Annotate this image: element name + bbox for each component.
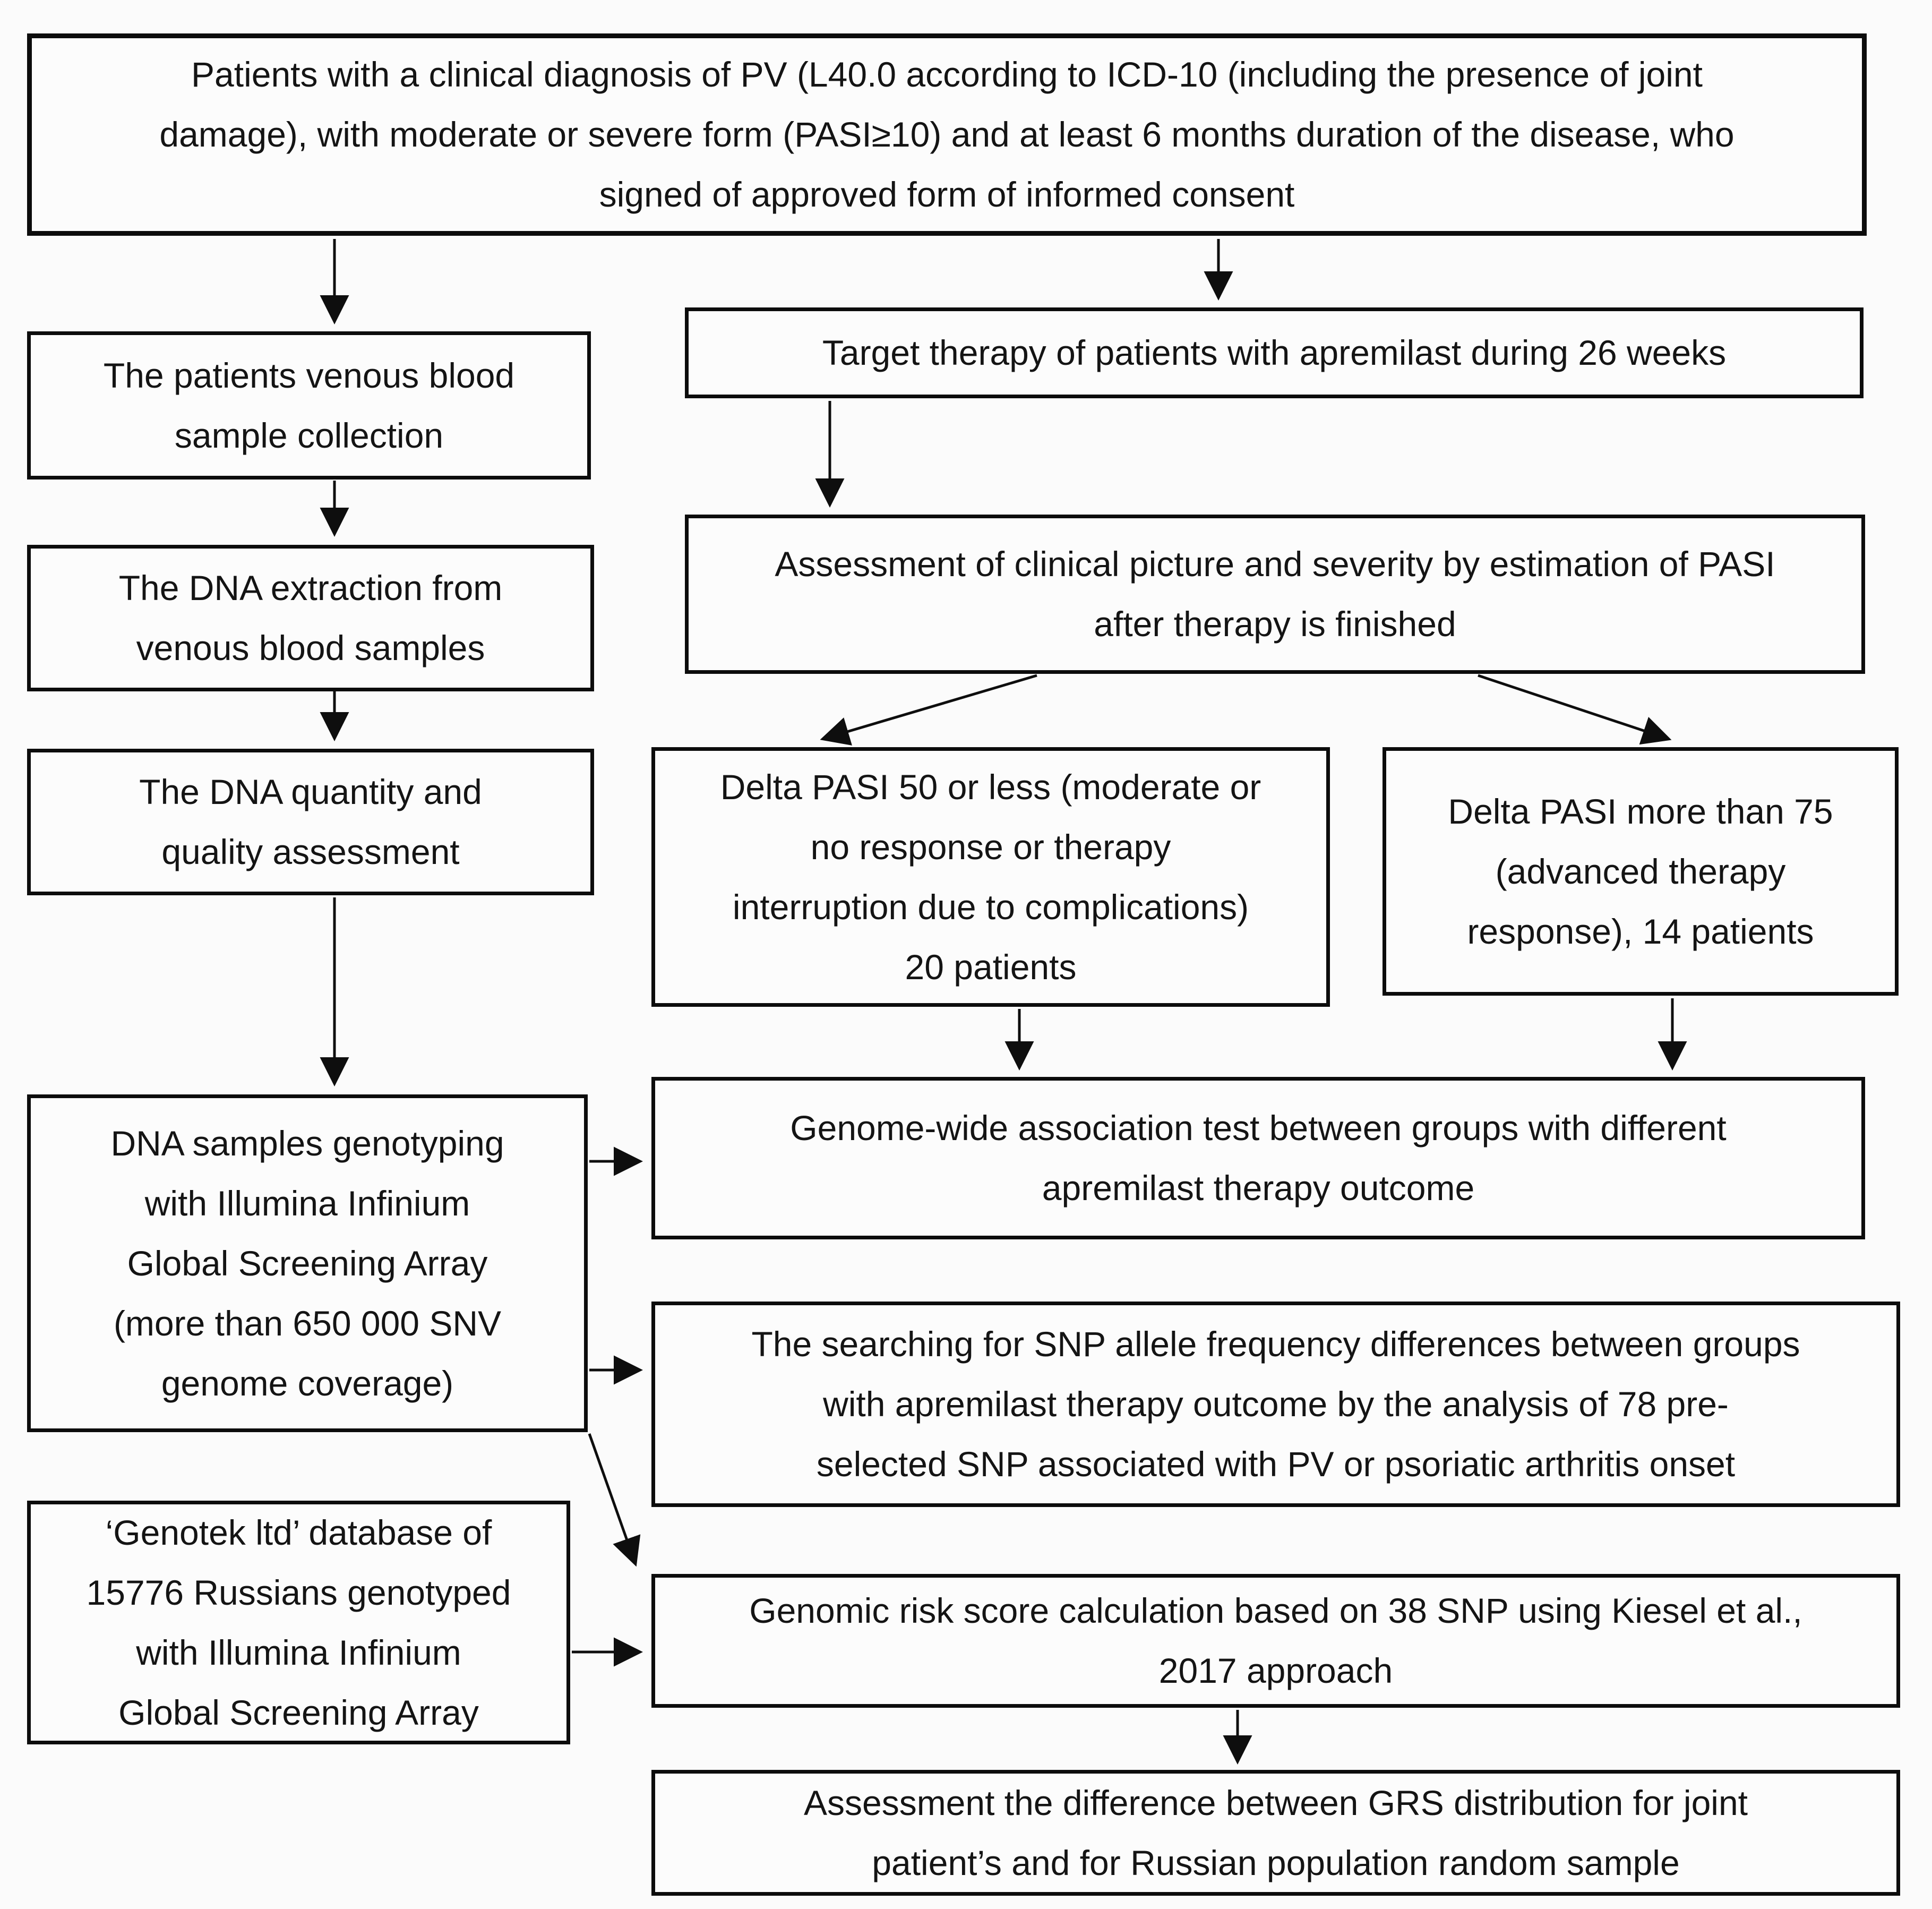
box-inclusion-criteria: Patients with a clinical diagnosis of PV… xyxy=(27,33,1867,236)
box-snp-search: The searching for SNP allele frequency d… xyxy=(651,1302,1900,1507)
box-genotyping: DNA samples genotyping with Illumina Inf… xyxy=(27,1094,588,1432)
box-target-therapy: Target therapy of patients with apremila… xyxy=(685,307,1864,398)
box-dna-extraction: The DNA extraction from venous blood sam… xyxy=(27,545,594,691)
box-grs-assessment: Assessment the difference between GRS di… xyxy=(651,1770,1900,1896)
box-delta-pasi-75: Delta PASI more than 75 (advanced therap… xyxy=(1383,747,1899,996)
arrow-assessment-to-delta75 xyxy=(1478,674,1672,745)
box-grs-calculation: Genomic risk score calculation based on … xyxy=(651,1574,1900,1708)
box-delta-pasi-50: Delta PASI 50 or less (moderate or no re… xyxy=(651,747,1330,1007)
box-blood-collection: The patients venous blood sample collect… xyxy=(27,331,591,480)
arrow-assessment-to-delta50 xyxy=(820,674,1037,746)
box-genotek-database: ‘Genotek ltd’ database of 15776 Russians… xyxy=(27,1501,570,1744)
box-gwas-test: Genome-wide association test between gro… xyxy=(651,1077,1865,1239)
box-dna-quality: The DNA quantity and quality assessment xyxy=(27,749,594,895)
arrow-genotyping-to-grs xyxy=(588,1433,641,1567)
box-assessment-pasi: Assessment of clinical picture and sever… xyxy=(685,515,1865,674)
